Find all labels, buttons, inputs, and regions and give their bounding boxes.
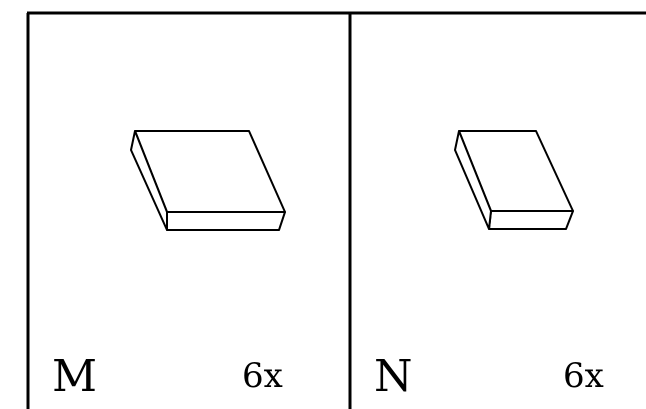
plate-left-edge (130, 130, 168, 231)
part-panel-n: N 6x (374, 130, 604, 402)
panel-frame (26, 11, 646, 409)
part-quantity-label: 6x (242, 356, 283, 396)
plate-front-edge (488, 210, 574, 230)
flat-square-plate-icon (454, 130, 574, 230)
plate-left-edge (454, 130, 492, 230)
flat-rectangular-plate-icon (130, 130, 286, 231)
plate-front-edge (166, 211, 286, 231)
part-letter-label: M (52, 351, 97, 402)
part-quantity-label: 6x (563, 356, 604, 396)
part-letter-label: N (374, 351, 413, 402)
part-panel-m: M 6x (52, 130, 286, 402)
